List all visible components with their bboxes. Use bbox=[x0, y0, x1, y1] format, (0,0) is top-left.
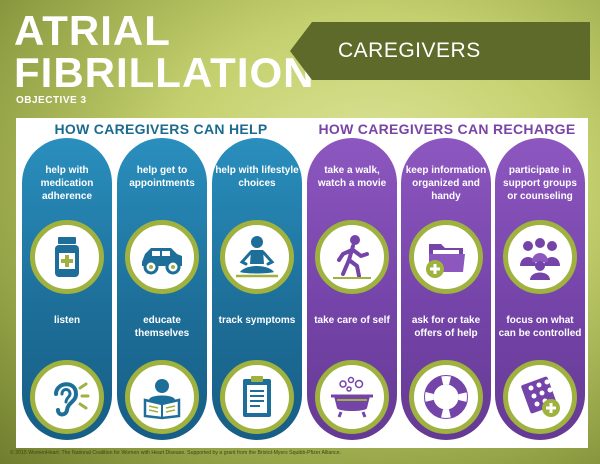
column-organized: keep information organized and handy ask… bbox=[401, 138, 491, 440]
column-bottom-label: educate themselves bbox=[134, 315, 190, 339]
support-group-icon bbox=[503, 220, 577, 294]
title-line-1: ATRIAL bbox=[14, 7, 171, 54]
ear-icon bbox=[30, 360, 104, 434]
column-top-label: participate in support groups or counsel… bbox=[503, 165, 577, 202]
bathtub-icon bbox=[315, 360, 389, 434]
folder-icon bbox=[409, 220, 483, 294]
caregivers-banner: CAREGIVERS bbox=[290, 22, 590, 80]
column-bottom-label: ask for or take offers of help bbox=[411, 315, 481, 339]
clipboard-icon bbox=[220, 360, 294, 434]
column-lifestyle: help with lifestyle choices track sympto… bbox=[212, 138, 302, 440]
column-top-label: help with lifestyle choices bbox=[215, 165, 299, 189]
reading-icon bbox=[125, 360, 199, 434]
column-top-label: keep information organized and handy bbox=[405, 165, 487, 202]
pill-pack-icon bbox=[503, 360, 577, 434]
medication-bottle-icon bbox=[30, 220, 104, 294]
column-top-label: take a walk, watch a movie bbox=[317, 165, 387, 189]
footer-credit: © 2015 WomenHeart: The National Coalitio… bbox=[10, 450, 342, 456]
recharge-heading: HOW CAREGIVERS CAN RECHARGE bbox=[318, 121, 576, 137]
walking-icon bbox=[315, 220, 389, 294]
car-icon bbox=[125, 220, 199, 294]
column-bottom-label: track symptoms bbox=[218, 315, 296, 326]
meditation-icon bbox=[220, 220, 294, 294]
column-walk: take a walk, watch a movie take care of … bbox=[307, 138, 397, 440]
column-bottom-label: take care of self bbox=[314, 315, 390, 326]
title-line-2: FIBRILLATION bbox=[14, 49, 315, 96]
banner-label: CAREGIVERS bbox=[338, 39, 481, 62]
column-bottom-label: listen bbox=[53, 315, 81, 326]
column-appointments: help get to appointments educate themsel… bbox=[117, 138, 207, 440]
column-medication: help with medication adherence listen bbox=[22, 138, 112, 440]
objective-label: OBJECTIVE 3 bbox=[16, 95, 87, 106]
column-top-label: help get to appointments bbox=[129, 165, 195, 189]
life-preserver-icon bbox=[409, 360, 483, 434]
page-title: ATRIAL FIBRILLATION bbox=[14, 10, 315, 94]
column-top-label: help with medication adherence bbox=[40, 165, 94, 202]
column-support: participate in support groups or counsel… bbox=[495, 138, 585, 440]
help-heading: HOW CAREGIVERS CAN HELP bbox=[54, 121, 268, 137]
column-bottom-label: focus on what can be controlled bbox=[498, 315, 582, 339]
